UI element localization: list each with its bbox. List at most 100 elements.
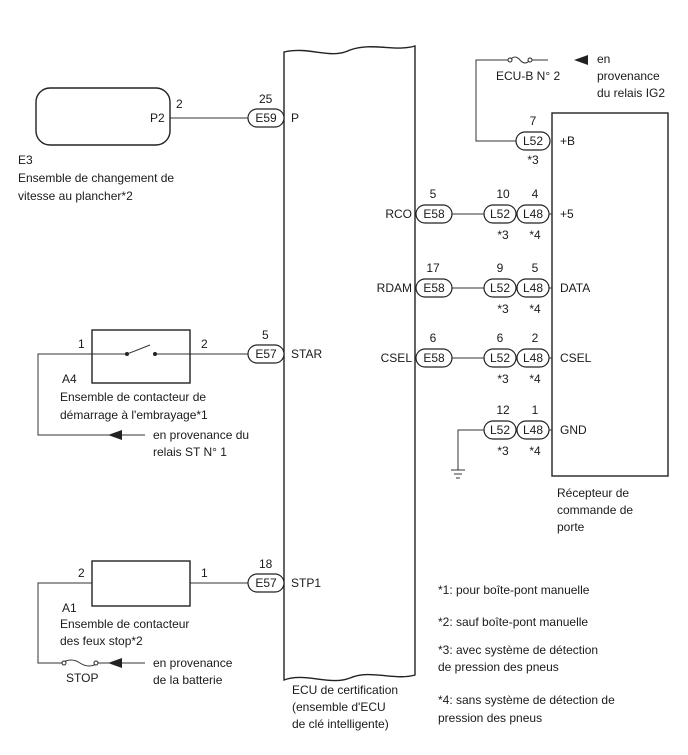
ecu-caption-line: ECU de certification xyxy=(292,683,398,697)
ecu-pin-labels: 25 P 5 STAR 18 STP1 5 RCO 17 RDAM 6 CSEL xyxy=(259,92,440,590)
connector-e58-rdam: E58 xyxy=(415,278,453,298)
footnote-4: *4: sans système de détection de xyxy=(438,693,615,707)
connector-label: E57 xyxy=(255,347,277,361)
source-label: du relais IG2 xyxy=(597,86,665,100)
pin-number: 6 xyxy=(497,331,504,345)
ecu-body xyxy=(283,45,416,682)
connector-e58-rco: E58 xyxy=(415,204,453,224)
component-name: démarrage à l'embrayage*1 xyxy=(60,408,208,422)
source-label: de la batterie xyxy=(153,673,223,687)
ecu-caption-line: (ensemble d'ECU xyxy=(292,700,386,714)
receiver-labels: ECU-B N° 2 en provenance du relais IG2 7… xyxy=(496,52,665,534)
pin-number: 5 xyxy=(262,328,269,342)
arrow-icons xyxy=(108,55,588,668)
pin-number: 4 xyxy=(532,187,539,201)
pin-number: 6 xyxy=(430,331,437,345)
pin-name: GND xyxy=(560,423,587,437)
connector-label: L48 xyxy=(523,281,543,295)
fuse-icon xyxy=(61,659,99,667)
connector-e59: E59 xyxy=(247,108,285,128)
clutch-switch-labels: 1 2 A4 Ensemble de contacteur de démarra… xyxy=(60,337,249,459)
source-label: relais ST N° 1 xyxy=(153,445,227,459)
pin-name: STP1 xyxy=(291,576,321,590)
component-name: porte xyxy=(557,520,585,534)
fuse-label: STOP xyxy=(66,671,98,685)
component-name: vitesse au plancher*2 xyxy=(18,189,133,203)
variant-note: *3 xyxy=(497,444,509,458)
connector-l52-csel: L52 L48 xyxy=(483,348,550,368)
connector-l52-data: L52 L48 xyxy=(483,278,550,298)
source-label: en provenance du xyxy=(153,428,249,442)
connector-e58-csel: E58 xyxy=(415,348,453,368)
connector-l52-gnd: L52 L48 xyxy=(483,420,550,440)
connector-label: E58 xyxy=(423,207,445,221)
pin-number: 2 xyxy=(176,97,183,111)
connector-label: L48 xyxy=(523,351,543,365)
connector-label: L52 xyxy=(523,134,543,148)
pin-name: RDAM xyxy=(377,281,412,295)
connector-label: E57 xyxy=(255,576,277,590)
connector-l52-p5: L52 L48 xyxy=(483,204,550,224)
pin-number: 12 xyxy=(496,403,510,417)
component-code: A1 xyxy=(62,601,77,615)
variant-note: *4 xyxy=(529,372,541,386)
pin-name: +B xyxy=(560,134,575,148)
pin-number: 2 xyxy=(78,566,85,580)
connector-label: L52 xyxy=(490,207,510,221)
variant-note: *3 xyxy=(497,372,509,386)
pin-number: 1 xyxy=(201,566,208,580)
pin-name: DATA xyxy=(560,281,590,295)
footnote-4: pression des pneus xyxy=(438,711,542,725)
component-code: E3 xyxy=(18,153,33,167)
pin-number: 2 xyxy=(532,331,539,345)
stop-switch-labels: 2 1 A1 Ensemble de contacteur des feux s… xyxy=(60,566,233,687)
switch-icon xyxy=(92,344,190,356)
footnotes: *1: pour boîte-pont manuelle *2: sauf bo… xyxy=(438,583,615,725)
arrow-left-icon xyxy=(108,658,122,668)
footnote-1: *1: pour boîte-pont manuelle xyxy=(438,583,590,597)
pin-number: 1 xyxy=(532,403,539,417)
pin-name: CSEL xyxy=(381,351,413,365)
connector-e57-stp1: E57 xyxy=(247,573,285,593)
fuse-label: ECU-B N° 2 xyxy=(496,69,560,83)
pin-name: P2 xyxy=(150,111,165,125)
component-name: des feux stop*2 xyxy=(60,634,143,648)
variant-note: *3 xyxy=(497,302,509,316)
variant-note: *4 xyxy=(529,302,541,316)
pin-number: 1 xyxy=(78,337,85,351)
connector-label: E58 xyxy=(423,351,445,365)
ecu-caption-line: de clé intelligente) xyxy=(292,717,389,731)
pin-name: +5 xyxy=(560,207,574,221)
component-name: Ensemble de contacteur xyxy=(60,617,189,631)
component-name: Ensemble de changement de xyxy=(18,171,174,185)
footnote-3: *3: avec système de détection xyxy=(438,643,598,657)
pin-number: 5 xyxy=(532,261,539,275)
variant-note: *4 xyxy=(529,444,541,458)
connector-label: L48 xyxy=(523,207,543,221)
connector-label: L52 xyxy=(490,281,510,295)
source-label: en xyxy=(597,52,610,66)
connector-label: L48 xyxy=(523,423,543,437)
pin-number: 9 xyxy=(497,261,504,275)
component-name: Récepteur de xyxy=(557,486,629,500)
arrow-left-icon xyxy=(574,55,588,65)
pin-name: CSEL xyxy=(560,351,592,365)
connector-l52-b: L52 xyxy=(515,131,551,151)
receiver-box xyxy=(551,112,669,477)
pin-name: RCO xyxy=(385,207,412,221)
pin-number: 2 xyxy=(201,337,208,351)
pin-name: P xyxy=(291,111,299,125)
pin-number: 17 xyxy=(426,261,440,275)
pin-number: 18 xyxy=(259,557,273,571)
pin-number: 10 xyxy=(496,187,510,201)
footnote-3: de pression des pneus xyxy=(438,660,559,674)
connector-label: E59 xyxy=(255,111,277,125)
stop-switch-box xyxy=(91,560,191,607)
pin-number: 5 xyxy=(430,187,437,201)
variant-note: *3 xyxy=(497,228,509,242)
variant-note: *3 xyxy=(527,153,539,167)
component-name: Ensemble de contacteur de xyxy=(60,390,206,404)
component-code: A4 xyxy=(62,372,77,386)
clutch-switch-box xyxy=(91,329,191,384)
